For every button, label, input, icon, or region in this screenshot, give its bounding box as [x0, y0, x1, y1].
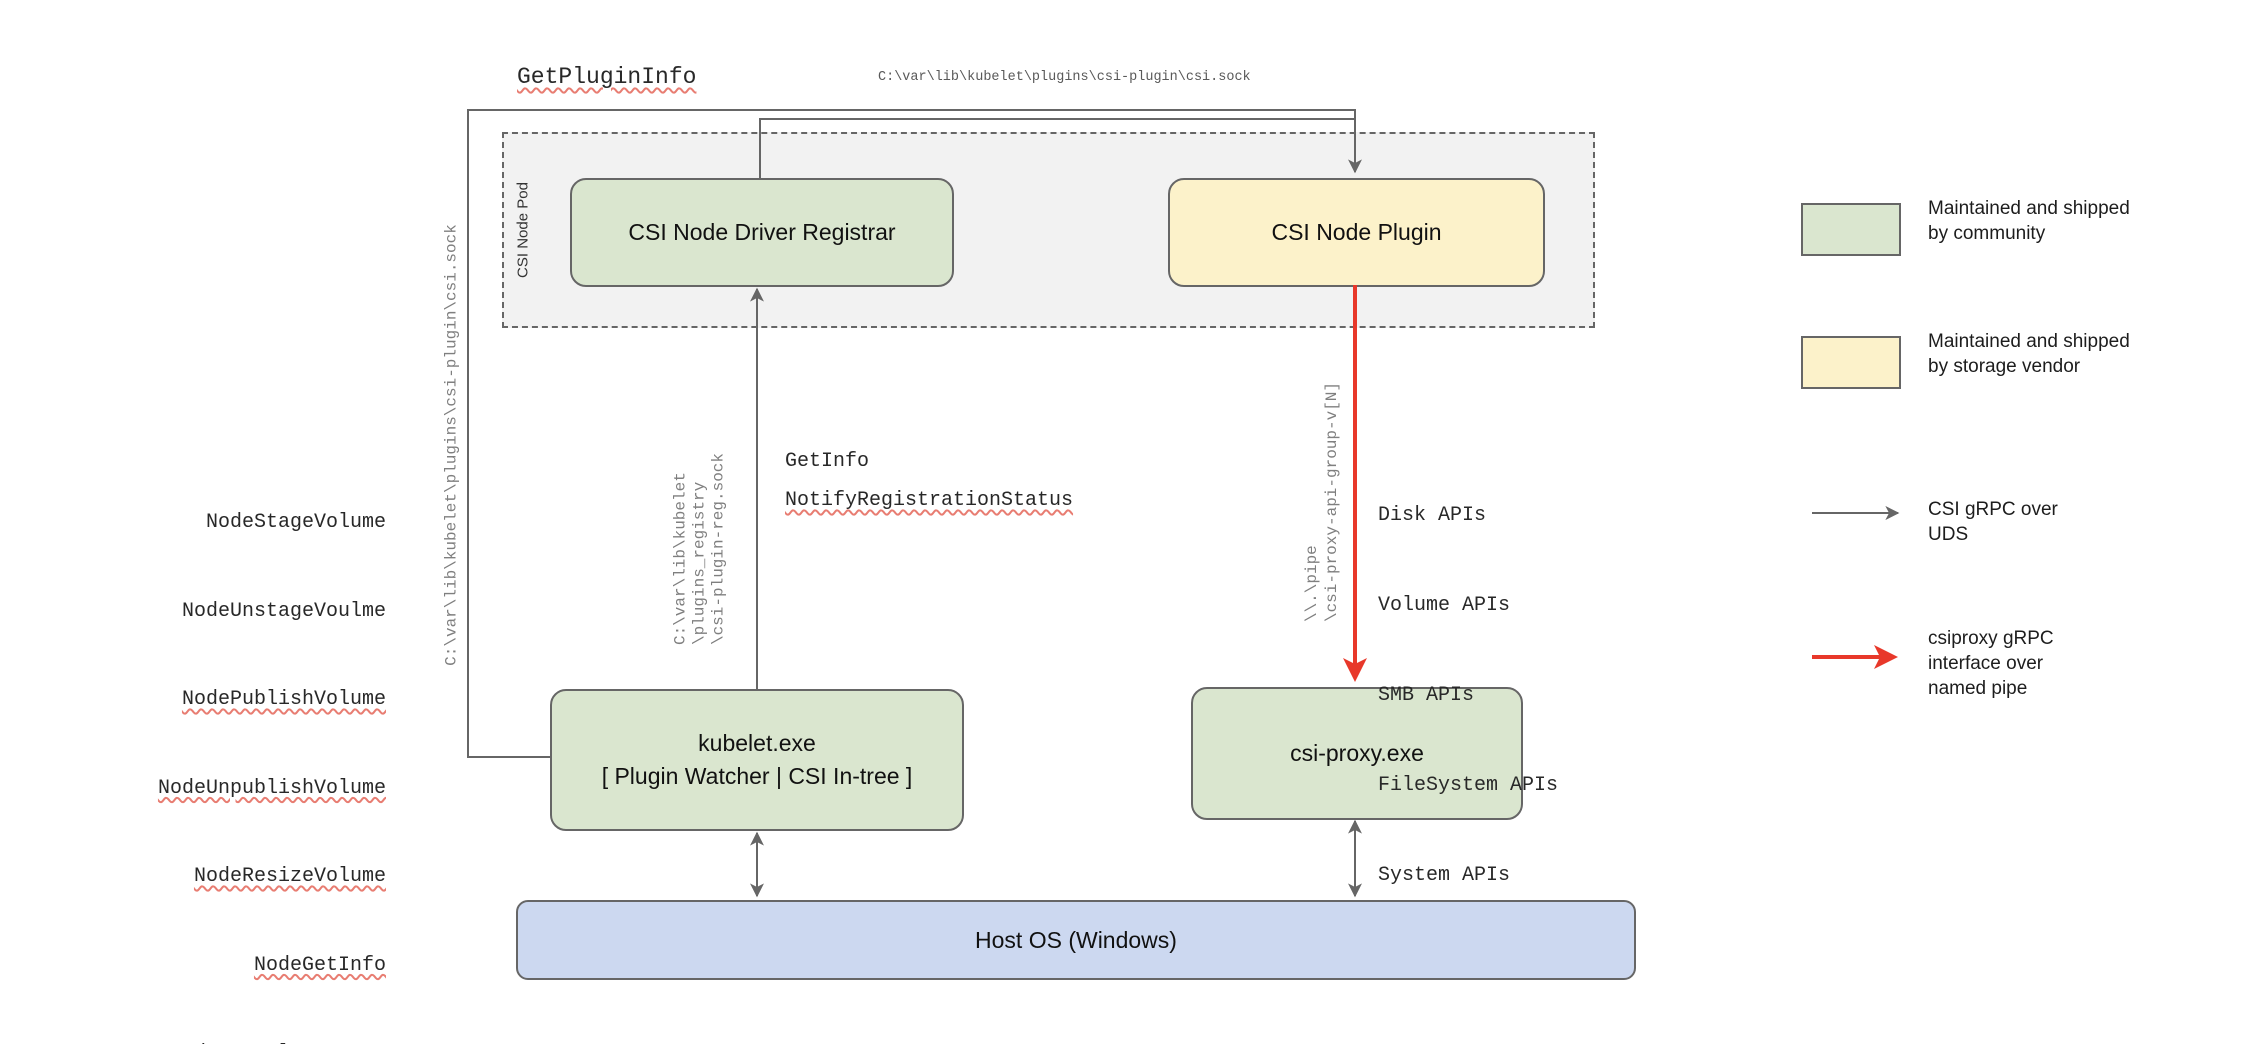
legend-community-swatch	[1801, 203, 1901, 256]
legend-line: csiproxy gRPC	[1928, 628, 2054, 649]
kubelet-label-line1: kubelet.exe	[698, 730, 816, 756]
api-group: System APIs	[1378, 864, 1511, 887]
node-host-os: Host OS (Windows)	[516, 900, 1636, 980]
registry-sock-line: \plugins_registry	[690, 481, 709, 646]
legend-vendor-swatch	[1801, 336, 1901, 389]
kubelet-node-calls-list: NodeStageVolume NodeUnstageVoulme NodePu…	[90, 449, 386, 1044]
legend-line: UDS	[1928, 524, 1969, 545]
legend-line: Maintained and shipped	[1928, 331, 2130, 352]
edge-label-named-pipe: \\.\pipe \csi-proxy-api-group-v[N]	[1302, 382, 1342, 622]
edge-label-getinfo: GetInfo	[785, 450, 870, 473]
legend-line: by community	[1928, 223, 2046, 244]
node-csi-node-driver-registrar: CSI Node Driver Registrar	[570, 178, 954, 287]
node-kubelet: kubelet.exe [ Plugin Watcher | CSI In-tr…	[550, 689, 964, 831]
edge-label-notifyregistrationstatus: NotifyRegistrationStatus	[785, 489, 1074, 512]
proxy-api-groups-list: Disk APIs Volume APIs SMB APIs FileSyste…	[1378, 441, 1558, 951]
host-os-label: Host OS (Windows)	[975, 926, 1177, 953]
edge-label-csisock-left: C:\var\lib\kubelet\plugins\csi-plugin\cs…	[442, 224, 461, 666]
legend-vendor-text: Maintained and shipped by storage vendor	[1928, 329, 2130, 379]
legend-uds-text: CSI gRPC over UDS	[1928, 497, 2058, 547]
edge-label-getplugininfo: GetPluginInfo	[517, 64, 697, 90]
legend-community-text: Maintained and shipped by community	[1928, 196, 2130, 246]
legend-pipe-text: csiproxy gRPC interface over named pipe	[1928, 626, 2054, 701]
node-call: NodeGetInfo	[253, 953, 386, 977]
api-group: Volume APIs	[1378, 594, 1511, 617]
api-group: SMB APIs	[1378, 684, 1475, 707]
legend-line: Maintained and shipped	[1928, 198, 2130, 219]
plugin-label: CSI Node Plugin	[1271, 219, 1442, 245]
registry-sock-line: C:\var\lib\kubelet	[671, 472, 690, 646]
csi-node-pod-label: CSI Node Pod	[514, 182, 532, 278]
registrar-label: CSI Node Driver Registrar	[628, 219, 896, 245]
api-group: FileSystem APIs	[1378, 774, 1559, 797]
named-pipe-line: \\.\pipe	[1303, 545, 1321, 623]
edge-label-csisock-top: C:\var\lib\kubelet\plugins\csi-plugin\cs…	[878, 70, 1251, 85]
node-call: NodeStageVolume	[205, 511, 386, 534]
api-group: Disk APIs	[1378, 504, 1487, 527]
legend-line: named pipe	[1928, 678, 2028, 699]
legend-line: by storage vendor	[1928, 356, 2081, 377]
node-call: NodePublishVolume	[181, 688, 386, 711]
node-call: NodeGetVolumeStats	[90, 1039, 386, 1044]
registry-sock-line: \csi-plugin-reg.sock	[709, 452, 728, 646]
node-call: NodeUnpublishVolume	[157, 776, 386, 800]
legend-line: CSI gRPC over	[1928, 499, 2058, 520]
node-csi-node-plugin: CSI Node Plugin	[1168, 178, 1545, 287]
edge-label-registry-sock: C:\var\lib\kubelet \plugins_registry \cs…	[672, 453, 729, 645]
legend-line: interface over	[1928, 653, 2044, 674]
node-call: NodeResizeVolume	[193, 865, 386, 888]
kubelet-label-line2: [ Plugin Watcher | CSI In-tree ]	[601, 763, 913, 789]
named-pipe-line: \csi-proxy-api-group-v[N]	[1323, 381, 1341, 623]
node-call: NodeUnstageVoulme	[181, 599, 386, 623]
